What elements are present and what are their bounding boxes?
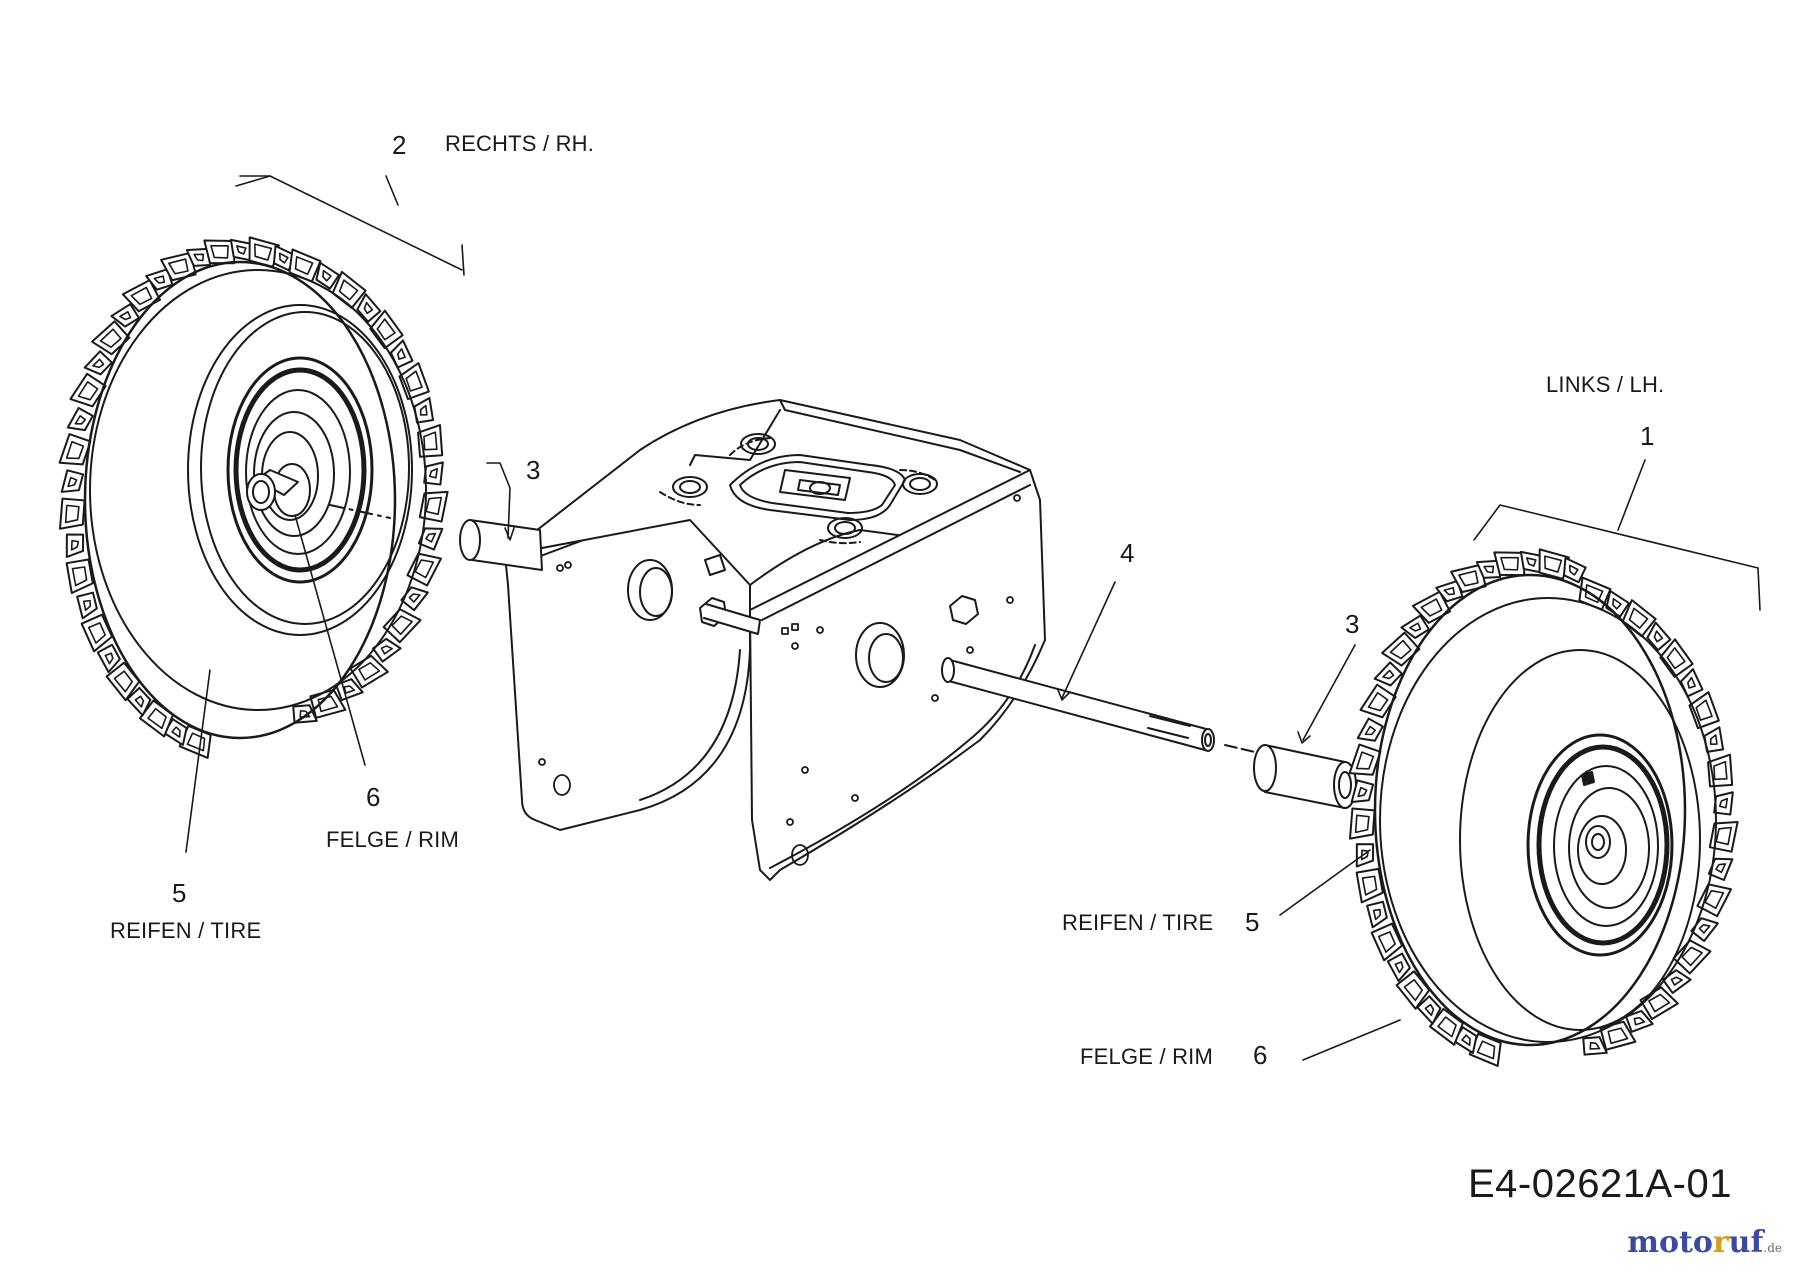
right-hand-wheel bbox=[58, 236, 449, 759]
label-felge-rim-right: FELGE / RIM bbox=[1080, 1044, 1213, 1069]
tire-tread-right bbox=[1348, 548, 1739, 1067]
label-felge-rim-left: FELGE / RIM bbox=[326, 827, 459, 852]
label-rechts-rh: RECHTS / RH. bbox=[445, 131, 595, 156]
callout-item-2: 2 bbox=[392, 130, 407, 160]
bolt-pads bbox=[659, 433, 938, 545]
label-links-lh: LINKS / LH. bbox=[1546, 372, 1665, 397]
watermark-part-1: moto bbox=[1627, 1225, 1713, 1260]
drawing-code: E4-02621A-01 bbox=[1468, 1162, 1732, 1206]
callout-item-6-right: 6 bbox=[1253, 1040, 1268, 1070]
callout-item-5-right: 5 bbox=[1245, 907, 1260, 937]
tire-left bbox=[83, 260, 427, 740]
left-hand-wheel bbox=[1348, 548, 1739, 1067]
callout-item-1: 1 bbox=[1640, 421, 1655, 451]
rim-hub-left bbox=[246, 469, 299, 511]
rim-left bbox=[226, 356, 374, 584]
rim-right bbox=[1526, 733, 1674, 957]
tire-right bbox=[1373, 573, 1717, 1047]
watermark-suffix: .de bbox=[1763, 1241, 1782, 1255]
leader-lines bbox=[185, 175, 1761, 1061]
callout-item-3-left: 3 bbox=[526, 455, 541, 485]
watermark-part-3: uf bbox=[1728, 1225, 1764, 1260]
callout-item-4: 4 bbox=[1120, 538, 1135, 568]
watermark-part-2: r bbox=[1712, 1225, 1729, 1260]
callout-item-3-right: 3 bbox=[1345, 609, 1360, 639]
axle-shaft bbox=[941, 657, 1256, 753]
watermark-logo: motoruf.de bbox=[1627, 1225, 1782, 1260]
mounting-holes bbox=[538, 494, 1021, 866]
label-reifen-tire-right: REIFEN / TIRE bbox=[1062, 910, 1214, 935]
callout-item-6-left: 6 bbox=[366, 782, 381, 812]
callout-item-5-left: 5 bbox=[172, 878, 187, 908]
spacer-left bbox=[459, 519, 543, 571]
label-reifen-tire-left: REIFEN / TIRE bbox=[110, 918, 262, 943]
frame-housing bbox=[504, 399, 1046, 881]
